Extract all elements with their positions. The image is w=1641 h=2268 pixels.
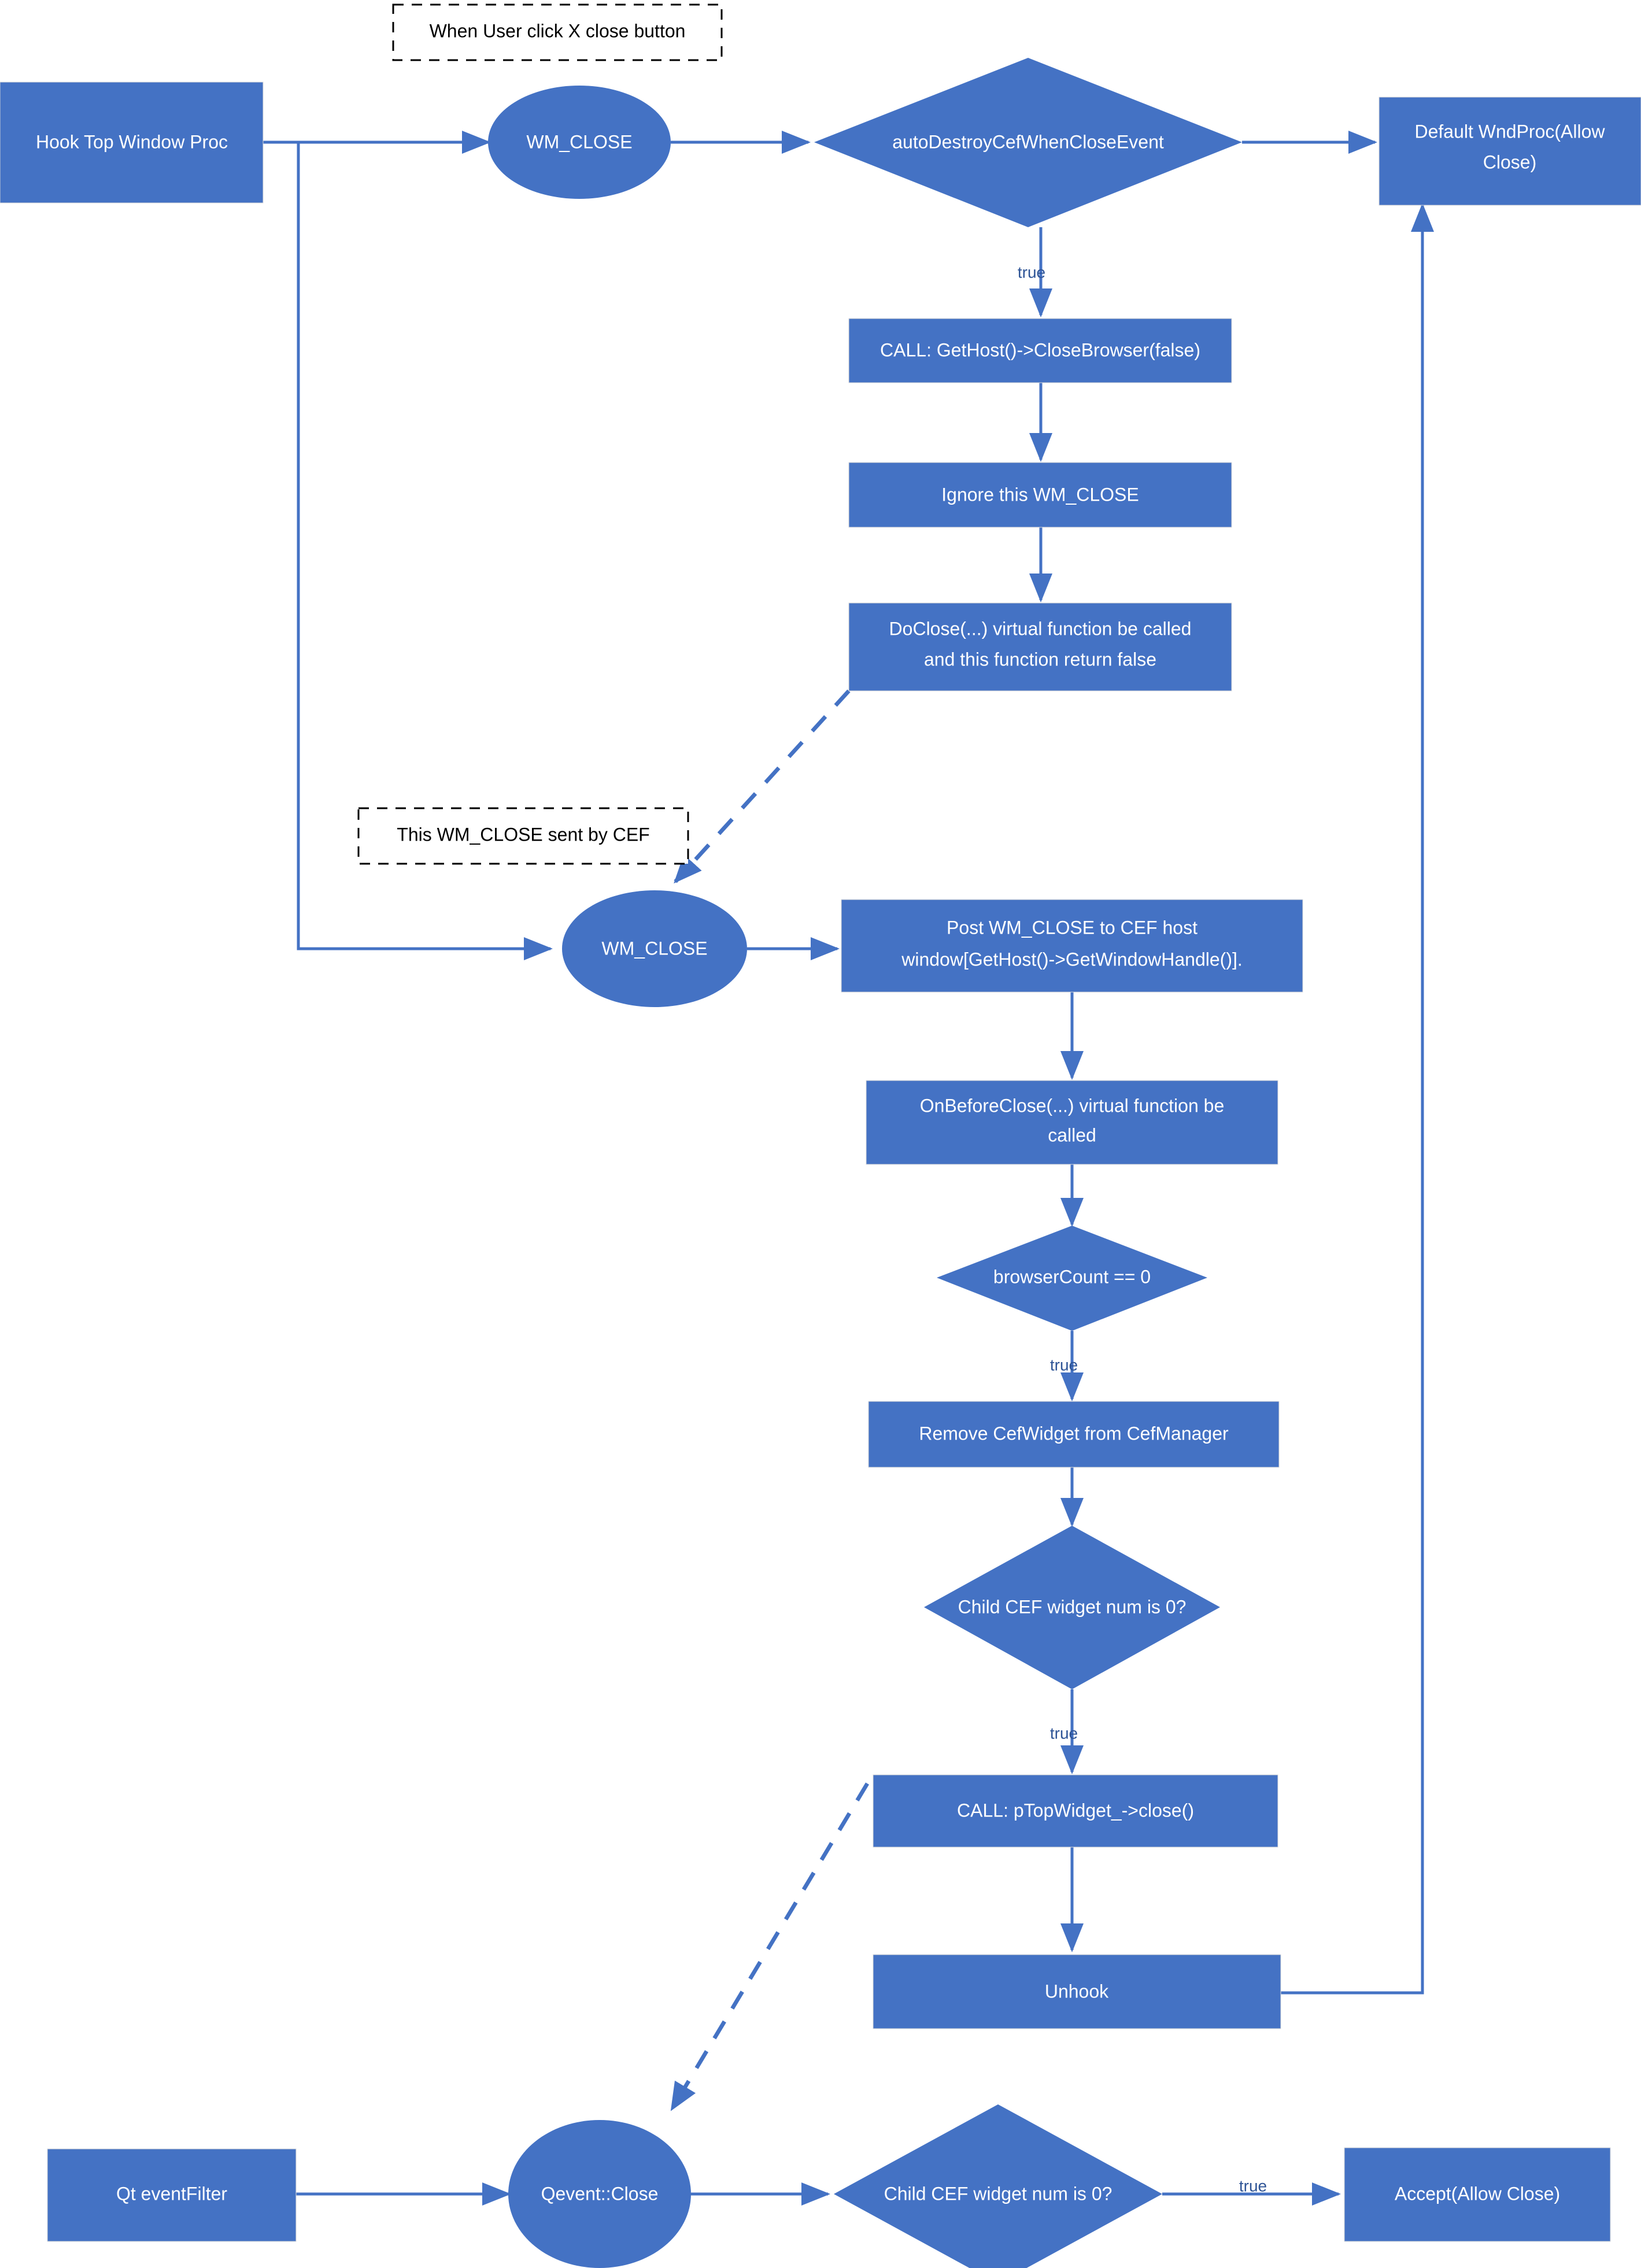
wm-close-1-shape[interactable]: [488, 86, 671, 199]
node-wm-close-2[interactable]: WM_CLOSE: [562, 890, 747, 1007]
note-wm-close-sent-by-cef: This WM_CLOSE sent by CEF: [357, 807, 689, 865]
child-cef-widget-num-2-shape[interactable]: [834, 2104, 1162, 2268]
node-qt-eventfilter[interactable]: Qt eventFilter: [47, 2148, 297, 2242]
call-ptopwidget-close-label: CALL: pTopWidget_->close(): [957, 1800, 1194, 1821]
unhook-shape[interactable]: [873, 1954, 1281, 2029]
doclose-virtual-label-line2: and this function return false: [924, 649, 1156, 669]
node-call-closebrowser[interactable]: CALL: GetHost()->CloseBrowser(false): [848, 318, 1232, 383]
accept-allow-close-label: Accept(Allow Close): [1395, 2183, 1560, 2204]
post-wm-close-label-line1: Post WM_CLOSE to CEF host: [947, 917, 1198, 938]
node-accept-allow-close[interactable]: Accept(Allow Close): [1344, 2147, 1611, 2242]
wm-close-2-shape[interactable]: [562, 890, 747, 1007]
default-wndproc-label-line1: Default WndProc(Allow: [1415, 121, 1606, 142]
node-onbeforeclose-virtual[interactable]: OnBeforeClose(...) virtual function be c…: [866, 1080, 1278, 1165]
node-unhook[interactable]: Unhook: [873, 1954, 1281, 2029]
onbeforeclose-virtual-label-line2: called: [1048, 1124, 1096, 1145]
doclose-virtual-shape[interactable]: [848, 602, 1232, 691]
doclose-virtual-label-line1: DoClose(...) virtual function be called: [889, 618, 1192, 639]
qevent-close-label: Qevent::Close: [541, 2183, 659, 2204]
edge-doclose-to-wmclose2-dashed: [674, 689, 851, 884]
onbeforeclose-virtual-label-line1: OnBeforeClose(...) virtual function be: [920, 1095, 1224, 1116]
qt-eventfilter-shape[interactable]: [47, 2148, 297, 2242]
post-wm-close-shape[interactable]: [841, 899, 1303, 993]
node-ignore-wm-close[interactable]: Ignore this WM_CLOSE: [848, 462, 1232, 528]
qt-eventfilter-label: Qt eventFilter: [116, 2183, 227, 2204]
note-user-click-box: [392, 3, 723, 61]
node-post-wm-close[interactable]: Post WM_CLOSE to CEF host window[GetHost…: [841, 899, 1303, 993]
edge-label-true-3: true: [1050, 1724, 1078, 1742]
node-qevent-close[interactable]: Qevent::Close: [508, 2120, 691, 2268]
call-closebrowser-shape[interactable]: [848, 318, 1232, 383]
accept-allow-close-shape[interactable]: [1344, 2147, 1611, 2242]
node-child-cef-widget-num-1[interactable]: Child CEF widget num is 0?: [924, 1526, 1220, 1689]
qevent-close-shape[interactable]: [508, 2120, 691, 2268]
edge-hook-to-wmclose2: [297, 142, 553, 960]
unhook-label: Unhook: [1045, 1981, 1109, 2001]
child-cef-widget-num-2-label: Child CEF widget num is 0?: [884, 2183, 1113, 2204]
note-cef-sent-label: This WM_CLOSE sent by CEF: [397, 824, 649, 845]
browser-count-zero-shape[interactable]: [937, 1226, 1207, 1331]
note-user-click-label: When User click X close button: [430, 20, 686, 41]
call-closebrowser-label: CALL: GetHost()->CloseBrowser(false): [880, 339, 1200, 360]
ignore-wm-close-label: Ignore this WM_CLOSE: [941, 484, 1139, 505]
edge-label-true-2: true: [1050, 1356, 1078, 1374]
node-auto-destroy-cef-when-close-event[interactable]: autoDestroyCefWhenCloseEvent: [814, 58, 1242, 227]
edge-label-true-1: true: [1018, 263, 1045, 281]
note-user-click-x-close: When User click X close button: [392, 3, 723, 61]
edge-ptopwidget-to-qeventclose-dashed: [670, 1782, 870, 2111]
node-default-wndproc-allow-close[interactable]: Default WndProc(Allow Close): [1378, 97, 1641, 206]
node-wm-close-1[interactable]: WM_CLOSE: [488, 86, 671, 199]
ignore-wm-close-shape[interactable]: [848, 462, 1232, 528]
node-hook-top-window-proc[interactable]: Hook Top Window Proc: [0, 82, 264, 204]
node-doclose-virtual[interactable]: DoClose(...) virtual function be called …: [848, 602, 1232, 691]
call-ptopwidget-close-shape[interactable]: [873, 1774, 1278, 1848]
child-cef-widget-num-1-shape[interactable]: [924, 1526, 1220, 1689]
node-browser-count-zero[interactable]: browserCount == 0: [937, 1226, 1207, 1331]
wm-close-1-label: WM_CLOSE: [526, 131, 632, 152]
post-wm-close-label-line2: window[GetHost()->GetWindowHandle()].: [901, 949, 1243, 970]
wm-close-2-label: WM_CLOSE: [601, 938, 707, 959]
hook-top-window-proc-label: Hook Top Window Proc: [36, 131, 228, 152]
remove-cefwidget-label: Remove CefWidget from CefManager: [919, 1423, 1229, 1444]
auto-destroy-shape[interactable]: [814, 58, 1242, 227]
node-call-ptopwidget-close[interactable]: CALL: pTopWidget_->close(): [873, 1774, 1278, 1848]
hook-top-window-proc-shape[interactable]: [0, 82, 264, 204]
remove-cefwidget-shape[interactable]: [868, 1401, 1280, 1468]
auto-destroy-label: autoDestroyCefWhenCloseEvent: [892, 131, 1164, 152]
default-wndproc-label-line2: Close): [1483, 151, 1536, 172]
child-cef-widget-num-1-label: Child CEF widget num is 0?: [958, 1596, 1187, 1617]
default-wndproc-shape[interactable]: [1378, 97, 1641, 206]
node-remove-cefwidget[interactable]: Remove CefWidget from CefManager: [868, 1401, 1280, 1468]
note-cef-sent-box: [357, 807, 689, 865]
onbeforeclose-virtual-shape[interactable]: [866, 1080, 1278, 1165]
node-child-cef-widget-num-2[interactable]: Child CEF widget num is 0?: [834, 2104, 1162, 2268]
browser-count-zero-label: browserCount == 0: [993, 1266, 1151, 1287]
edge-unhook-to-defaultwndproc: [1281, 202, 1434, 1995]
edge-label-true-4: true: [1239, 2177, 1267, 2195]
